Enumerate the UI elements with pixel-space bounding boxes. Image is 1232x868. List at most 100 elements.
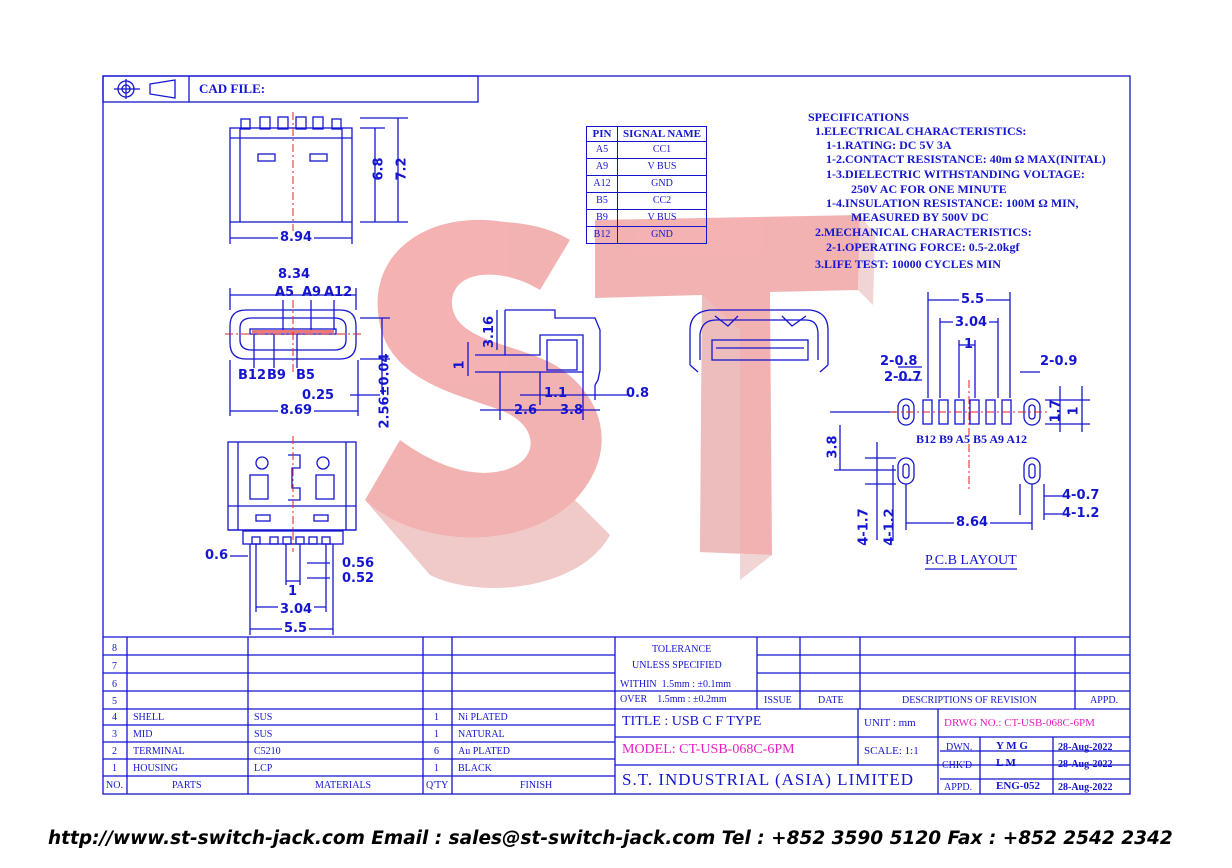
bom-finish: NATURAL	[458, 729, 505, 740]
bom-no: 1	[112, 763, 117, 774]
drawing-number: DRWG NO.: CT-USB-068C-6PM	[944, 717, 1095, 729]
spec-line: 2.MECHANICAL CHARACTERISTICS:	[815, 225, 1032, 239]
bom-no: 4	[112, 712, 117, 723]
appd-label: APPD.	[944, 782, 973, 793]
pin-cell: A5	[586, 141, 618, 159]
scale-label: SCALE: 1:1	[864, 745, 919, 757]
dim-side-w4: 3.8	[560, 403, 584, 418]
dim-side-w1: 1.1	[544, 386, 568, 401]
pin-label-b5: B5	[296, 368, 315, 383]
dim-pcb-864: 8.64	[954, 515, 991, 530]
bom-header-no: NO.	[106, 780, 123, 791]
appd-value: ENG-052	[996, 780, 1040, 792]
dim-pcb-208: 2-0.8	[880, 354, 918, 369]
tolerance-subtitle: UNLESS SPECIFIED	[632, 660, 722, 671]
bom-qty: 6	[434, 746, 439, 757]
bom-header-parts: PARTS	[172, 780, 202, 791]
dim-bottom-55: 5.5	[282, 621, 310, 636]
model-number: MODEL: CT-USB-068C-6PM	[622, 742, 795, 757]
drawing-title: TITLE : USB C F TYPE	[622, 714, 762, 729]
dwn-date: 28-Aug-2022	[1058, 742, 1113, 753]
chk-value: L M	[996, 757, 1016, 769]
bom-finish: Au PLATED	[458, 746, 510, 757]
bom-material: LCP	[254, 763, 273, 774]
dim-pcb-304: 3.04	[953, 315, 990, 330]
dim-bottom-052: 0.52	[342, 571, 375, 586]
bom-part: TERMINAL	[133, 746, 185, 757]
pin-cell: A9	[586, 158, 618, 176]
pin-cell: B9	[586, 209, 618, 227]
dim-pcb-55: 5.5	[959, 292, 987, 307]
dwn-value: Y M G	[996, 740, 1028, 752]
bom-header-materials: MATERIALS	[315, 780, 372, 791]
row-number: 8	[112, 643, 117, 654]
dim-bottom-056: 0.56	[342, 556, 375, 571]
dim-side-w2: 0.8	[626, 386, 650, 401]
dim-bottom-1: 1	[288, 584, 298, 599]
bom-no: 2	[112, 746, 117, 757]
drawing-border	[102, 75, 1131, 795]
signal-cell: GND	[617, 175, 707, 193]
dim-front-width-bottom: 8.69	[278, 403, 315, 418]
dim-bottom-304: 3.04	[278, 602, 315, 617]
bom-header-qty: Q'TY	[426, 780, 449, 791]
spec-line: 1-2.CONTACT RESISTANCE: 40m Ω MAX(INITAL…	[826, 152, 1106, 166]
pcb-layout-label: P.C.B LAYOUT	[925, 553, 1017, 568]
pin-label-a12: A12	[324, 285, 353, 300]
signal-cell: V BUS	[617, 158, 707, 176]
bom-header-finish: FINISH	[520, 780, 553, 791]
spec-line: 1-3.DIELECTRIC WITHSTANDING VOLTAGE:	[826, 167, 1085, 181]
chk-date: 28-Aug-2022	[1058, 759, 1113, 770]
signal-header: SIGNAL NAME	[617, 126, 707, 142]
spec-line: 250V AC FOR ONE MINUTE	[851, 182, 1007, 196]
signal-cell: CC1	[617, 141, 707, 159]
contact-footer: http://www.st-switch-jack.com Email : sa…	[48, 828, 1173, 849]
dim-pcb-1: 1	[964, 337, 974, 352]
dim-pcb-407: 4-0.7	[1062, 488, 1100, 503]
bom-qty: 1	[434, 712, 439, 723]
bom-material: SUS	[254, 729, 273, 740]
dim-bottom-06: 0.6	[205, 548, 229, 563]
dim-pcb-209: 2-0.9	[1040, 354, 1078, 369]
dim-side-h2: 1	[452, 360, 468, 370]
dim-top-h2: 7.2	[394, 157, 410, 181]
pin-label-b12: B12	[238, 368, 266, 383]
pcb-pin-labels: B12 B9 A5 B5 A9 A12	[916, 432, 1028, 446]
pin-header: PIN	[586, 126, 618, 142]
pin-cell: A12	[586, 175, 618, 193]
revision-appd-header: APPD.	[1090, 695, 1119, 706]
signal-cell: CC2	[617, 192, 707, 210]
tolerance-title: TOLERANCE	[652, 644, 712, 655]
signal-cell: GND	[617, 226, 707, 244]
row-number: 5	[112, 696, 117, 707]
pin-label-a5: A5	[275, 285, 295, 300]
bom-qty: 1	[434, 729, 439, 740]
spec-line: 3.LIFE TEST: 10000 CYCLES MIN	[815, 257, 1001, 271]
dim-front-width-top: 8.34	[278, 267, 311, 282]
dim-front-thick: 0.25	[302, 388, 335, 403]
tolerance-over: OVER 1.5mm : ±0.2mm	[620, 694, 727, 705]
cad-file-label: CAD FILE:	[199, 81, 266, 96]
revision-issue-header: ISSUE	[764, 695, 792, 706]
dim-pcb-412b: 4-1.2	[1062, 506, 1100, 521]
tolerance-within: WITHIN 1.5mm : ±0.1mm	[620, 679, 732, 690]
spec-line: 1-1.RATING: DC 5V 3A	[826, 138, 952, 152]
dim-pcb-207: 2-0.7	[884, 370, 922, 385]
bom-no: 3	[112, 729, 117, 740]
row-number: 6	[112, 679, 117, 690]
bom-material: C5210	[254, 746, 281, 757]
dim-pcb-1b: 1	[1066, 406, 1082, 416]
spec-line: 2-1.OPERATING FORCE: 0.5-2.0kgf	[826, 240, 1020, 254]
bom-part: SHELL	[133, 712, 165, 723]
bom-part: HOUSING	[133, 763, 178, 774]
signal-cell: V BUS	[617, 209, 707, 227]
dim-pcb-412a: 4-1.2	[882, 508, 898, 546]
pin-cell: B5	[586, 192, 618, 210]
unit-label: UNIT : mm	[864, 717, 916, 729]
bom-part: MID	[133, 729, 153, 740]
dim-pcb-17: 1.7	[1048, 399, 1064, 423]
dim-top-width: 8.94	[278, 230, 315, 245]
spec-title: SPECIFICATIONS	[808, 110, 910, 124]
dim-side-h: 3.16	[482, 315, 498, 349]
